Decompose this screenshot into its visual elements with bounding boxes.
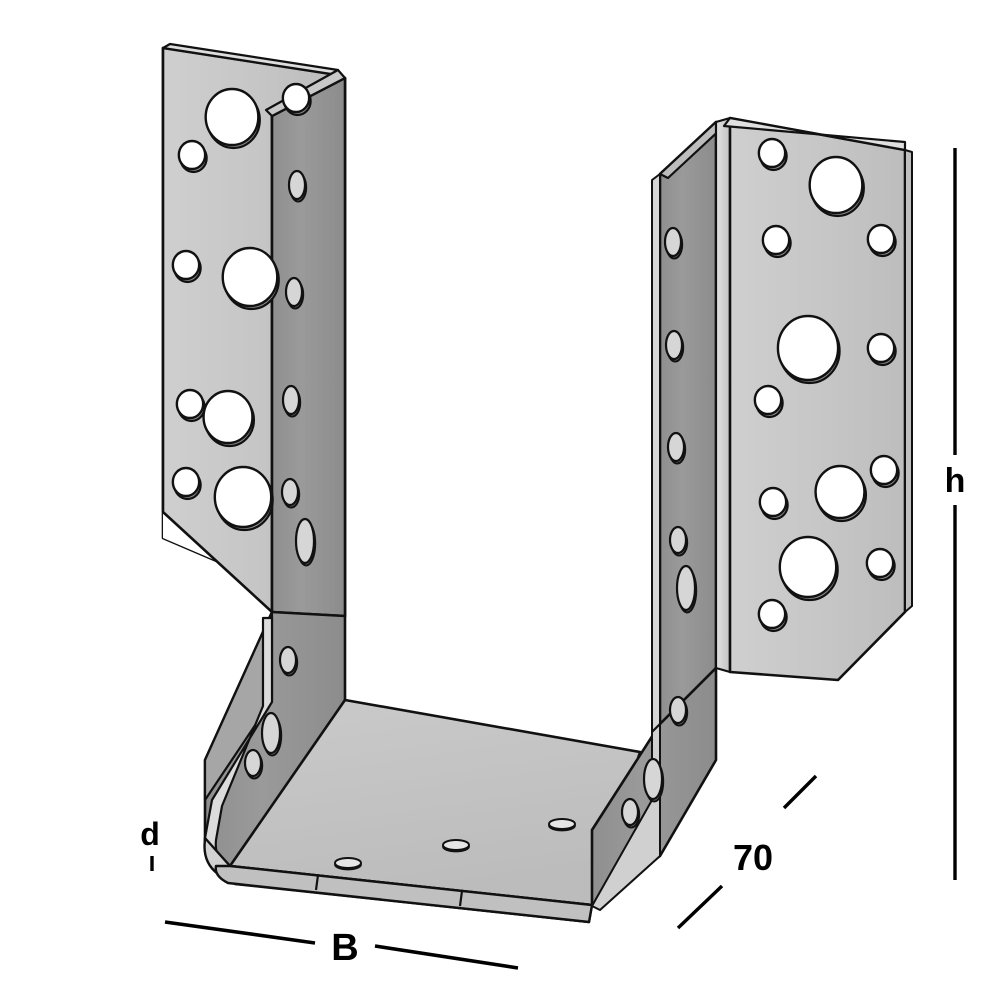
left-flange-hole-large (213, 465, 274, 532)
dim-70-line-upper (782, 774, 818, 810)
right-flange-hole-small (869, 454, 900, 489)
left-flange-hole-large (221, 246, 280, 311)
right-flange-top-bevel (722, 116, 907, 152)
right-fold-ridge (714, 116, 732, 674)
right-flange-hole-small (757, 598, 788, 633)
saddle-hole (334, 857, 362, 871)
right-assembly (590, 116, 913, 911)
left-web-hole-slot (294, 517, 317, 567)
right-web-hole-round (664, 329, 685, 363)
dim-b-line-left (164, 920, 316, 945)
right-web-hole-round (666, 431, 687, 465)
right-flange-hole-small (866, 332, 897, 367)
dim-d-label: d (140, 816, 160, 852)
left-flange-hole-large (204, 87, 261, 150)
right-flange-hole-large (808, 155, 865, 218)
right-web-hole-round (668, 695, 689, 727)
dim-h-label: h (945, 462, 966, 500)
left-web-hole-round (287, 169, 308, 203)
left-flange-hole-small (171, 466, 202, 501)
left-web-hole-round (281, 384, 302, 418)
right-web-face (658, 120, 718, 726)
left-flange-hole-small (175, 388, 206, 423)
saddle-hole (442, 839, 470, 853)
right-web-hole-round (620, 797, 641, 829)
right-web-hole-round (663, 226, 684, 260)
dim-b-label: B (331, 927, 358, 969)
dim-b-line-right (374, 944, 519, 970)
right-flange-hole-small (865, 547, 896, 582)
dim-70-label: 70 (733, 837, 773, 878)
right-flange-hole-large (776, 314, 841, 385)
right-web-hole-slot (675, 564, 698, 614)
hole-layer (171, 82, 900, 871)
left-flange-hole-small (177, 139, 208, 174)
saddle-notch-1 (314, 874, 320, 891)
right-flange-hole-large (814, 464, 868, 523)
right-web-hole-round (668, 525, 689, 557)
left-web-hole-slot (260, 711, 283, 757)
right-flange-hole-small (758, 486, 789, 521)
left-web-hole-round (280, 477, 301, 509)
right-flange-hole-small (753, 384, 784, 419)
right-flange-hole-small (761, 224, 792, 259)
left-web-hole-round (243, 748, 264, 780)
right-flange-side-edge (904, 149, 913, 613)
right-flange-hole-small (757, 137, 788, 172)
right-web-hole-slot (642, 757, 665, 803)
right-web-edge-strip (651, 173, 661, 733)
left-flange-hole-large (202, 389, 256, 448)
saddle-notch-2 (458, 890, 464, 907)
left-flange-hole-small (281, 82, 312, 117)
left-flange-hole-small (171, 249, 202, 284)
saddle-assembly (203, 698, 642, 924)
right-flange-hole-small (866, 223, 897, 258)
saddle-hole (548, 818, 576, 832)
left-web-hole-round (284, 276, 305, 310)
dimension-layer: h B d 70 (140, 148, 966, 970)
left-web-hole-round (278, 645, 299, 677)
dim-70-line-lower (676, 884, 724, 930)
right-flange-hole-large (778, 535, 839, 602)
saddle-front-face (214, 864, 594, 924)
